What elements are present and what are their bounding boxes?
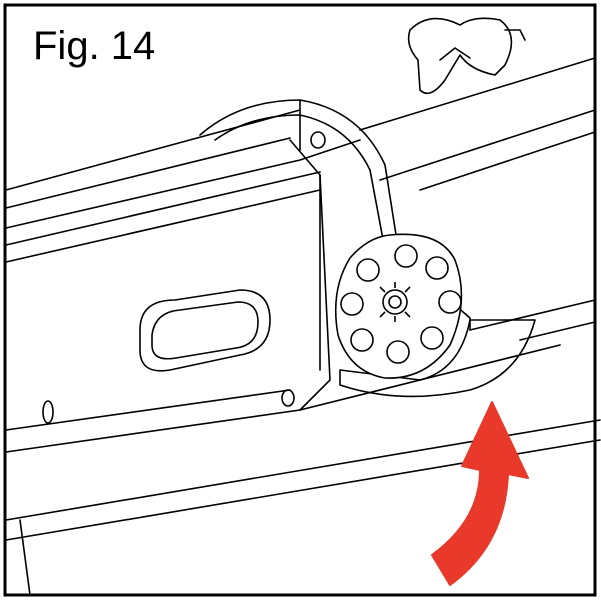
curved-arrow-icon — [431, 401, 529, 586]
figure-border — [3, 3, 597, 597]
receiver-linework — [5, 17, 601, 596]
rotary-magazine-icon — [334, 233, 463, 379]
figure-label: Fig. 14 — [33, 24, 156, 68]
